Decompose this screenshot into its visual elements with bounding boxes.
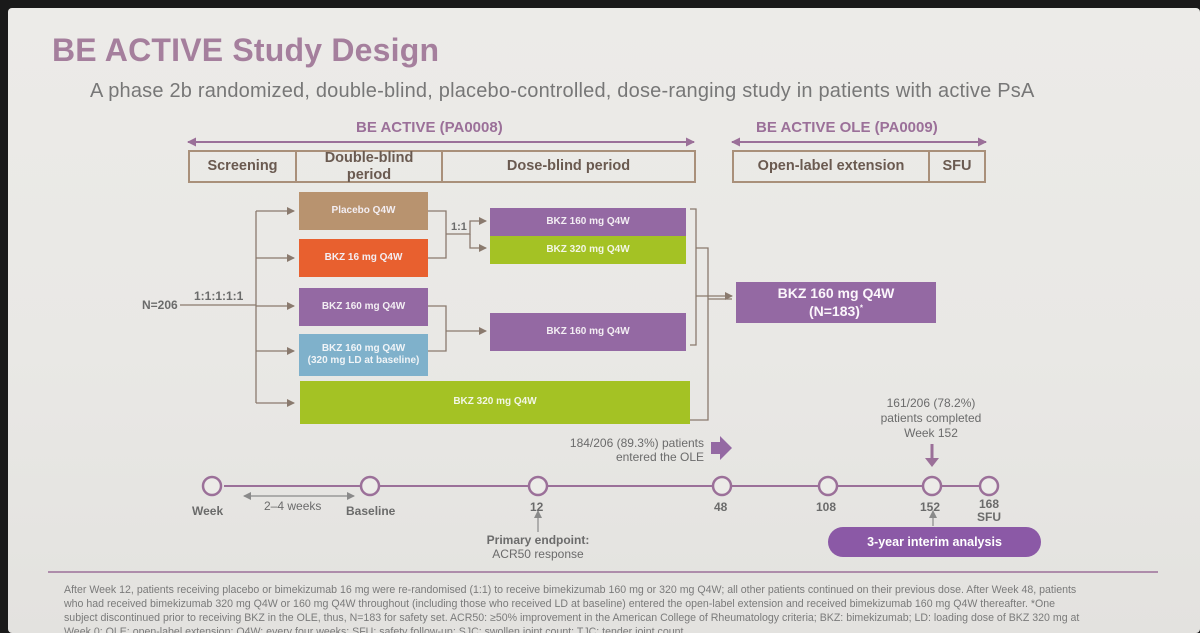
rerandomization-ratio: 1:1 [451, 221, 467, 233]
screening-window-label: 2–4 weeks [264, 499, 322, 513]
main-study-header: BE ACTIVE (PA0008) [356, 119, 503, 136]
phase-dose-blind: Dose-blind period [441, 150, 696, 183]
dose-blind-bkz-160-mid: BKZ 160 mg Q4W [490, 313, 686, 351]
randomization-ratio: 1:1:1:1:1 [194, 289, 244, 303]
arm-bkz-320: BKZ 320 mg Q4W [300, 381, 690, 424]
arm-bkz-160-label: BKZ 160 mg Q4W [321, 300, 406, 312]
arm-bkz-160: BKZ 160 mg Q4W [299, 288, 428, 326]
footnote-line3: subject discontinued prior to receiving … [64, 612, 1080, 624]
footnote-line1: After Week 12, patients receiving placeb… [64, 584, 1077, 596]
slide: BE ACTIVE Study Design A phase 2b random… [8, 8, 1200, 633]
ole-arm-box: BKZ 160 mg Q4W (N=183)* [736, 282, 936, 323]
timeline-nodes [201, 475, 1000, 497]
ole-entry-line1: 184/206 (89.3%) patients [569, 436, 704, 450]
phase-double-blind: Double-blind period [295, 150, 443, 183]
timeline-label-168-week: 168 [978, 497, 1000, 511]
timeline-node-12 [527, 475, 549, 497]
ole-arm-n: (N=183) [808, 302, 860, 319]
timeline-label-48: 48 [714, 500, 728, 514]
timeline-node-baseline [359, 475, 381, 497]
completion-line1: 161/206 (78.2%) [886, 396, 976, 410]
timeline-label-108: 108 [816, 500, 837, 514]
timeline-node-108 [817, 475, 839, 497]
arm-placebo: Placebo Q4W [299, 192, 428, 230]
arm-bkz-16: BKZ 16 mg Q4W [299, 239, 428, 277]
ole-entry-line2: entered the OLE [615, 450, 704, 464]
timeline-label-week: Week [192, 504, 224, 518]
phase-dose-blind-label: Dose-blind period [506, 158, 631, 175]
phase-screening-label: Screening [207, 158, 278, 175]
entered-ole-arrow [711, 436, 732, 460]
timeline-label-baseline: Baseline [346, 504, 396, 518]
timeline-node-48 [711, 475, 733, 497]
timeline-label-152: 152 [920, 500, 941, 514]
slide-subtitle: A phase 2b randomized, double-blind, pla… [90, 80, 1035, 102]
ole-arm-line2: (N=183)* [809, 303, 863, 321]
timeline-node-152 [921, 475, 943, 497]
phase-sfu: SFU [928, 150, 986, 183]
timeline-node-168 [978, 475, 1000, 497]
timeline-node-week [201, 475, 223, 497]
dose-blind-bkz-320-top-label: BKZ 320 mg Q4W [546, 243, 630, 255]
diagram-connectors [48, 137, 1158, 573]
arm-bkz-16-label: BKZ 16 mg Q4W [324, 251, 403, 263]
phase-open-label-label: Open-label extension [757, 158, 905, 175]
interim-analysis-label: 3-year interim analysis [867, 535, 1002, 549]
footnote: After Week 12, patients receiving placeb… [64, 583, 1164, 633]
interim-analysis-pill: 3-year interim analysis [828, 527, 1041, 557]
primary-endpoint: Primary endpoint: ACR50 response [478, 533, 598, 561]
timeline-label-168: 168 SFU [977, 498, 1001, 524]
primary-endpoint-line1: Primary endpoint: [486, 533, 590, 547]
completion-annotation: 161/206 (78.2%) patients completed Week … [853, 396, 1009, 441]
dose-blind-bkz-320-top: BKZ 320 mg Q4W [490, 236, 686, 264]
ole-entry-annotation: 184/206 (89.3%) patients entered the OLE [538, 436, 704, 464]
dose-blind-bkz-160-top: BKZ 160 mg Q4W [490, 208, 686, 236]
arm-placebo-label: Placebo Q4W [331, 204, 396, 216]
arm-bkz-160-ld: BKZ 160 mg Q4W (320 mg LD at baseline) [299, 334, 428, 376]
ole-study-header: BE ACTIVE OLE (PA0009) [756, 119, 938, 136]
ole-arm-line1: BKZ 160 mg Q4W [777, 285, 895, 301]
ole-arm-footnote-marker: * [859, 302, 864, 312]
arm-bkz-160-ld-line2: (320 mg LD at baseline) [307, 355, 420, 366]
completion-line3: Week 152 [904, 426, 958, 440]
primary-endpoint-line2: ACR50 response [492, 547, 584, 561]
phase-double-blind-label: Double-blind period [324, 149, 414, 183]
sample-size-label: N=206 [142, 298, 178, 312]
dose-blind-bkz-160-mid-label: BKZ 160 mg Q4W [546, 325, 630, 337]
footnote-line2: who had received bimekizumab 320 mg Q4W … [64, 598, 1056, 610]
phase-sfu-label: SFU [942, 158, 972, 175]
arm-bkz-160-ld-line1: BKZ 160 mg Q4W [321, 342, 406, 354]
timeline-label-12: 12 [530, 500, 544, 514]
footnote-line4: Week 0; OLE: open-label extension; Q4W: … [64, 626, 687, 633]
dose-blind-bkz-160-top-label: BKZ 160 mg Q4W [546, 215, 630, 227]
slide-title: BE ACTIVE Study Design [52, 32, 440, 68]
timeline-label-168-sfu: SFU [977, 510, 1001, 524]
completion-line2: patients completed [880, 411, 982, 425]
arm-bkz-320-label: BKZ 320 mg Q4W [453, 396, 537, 408]
